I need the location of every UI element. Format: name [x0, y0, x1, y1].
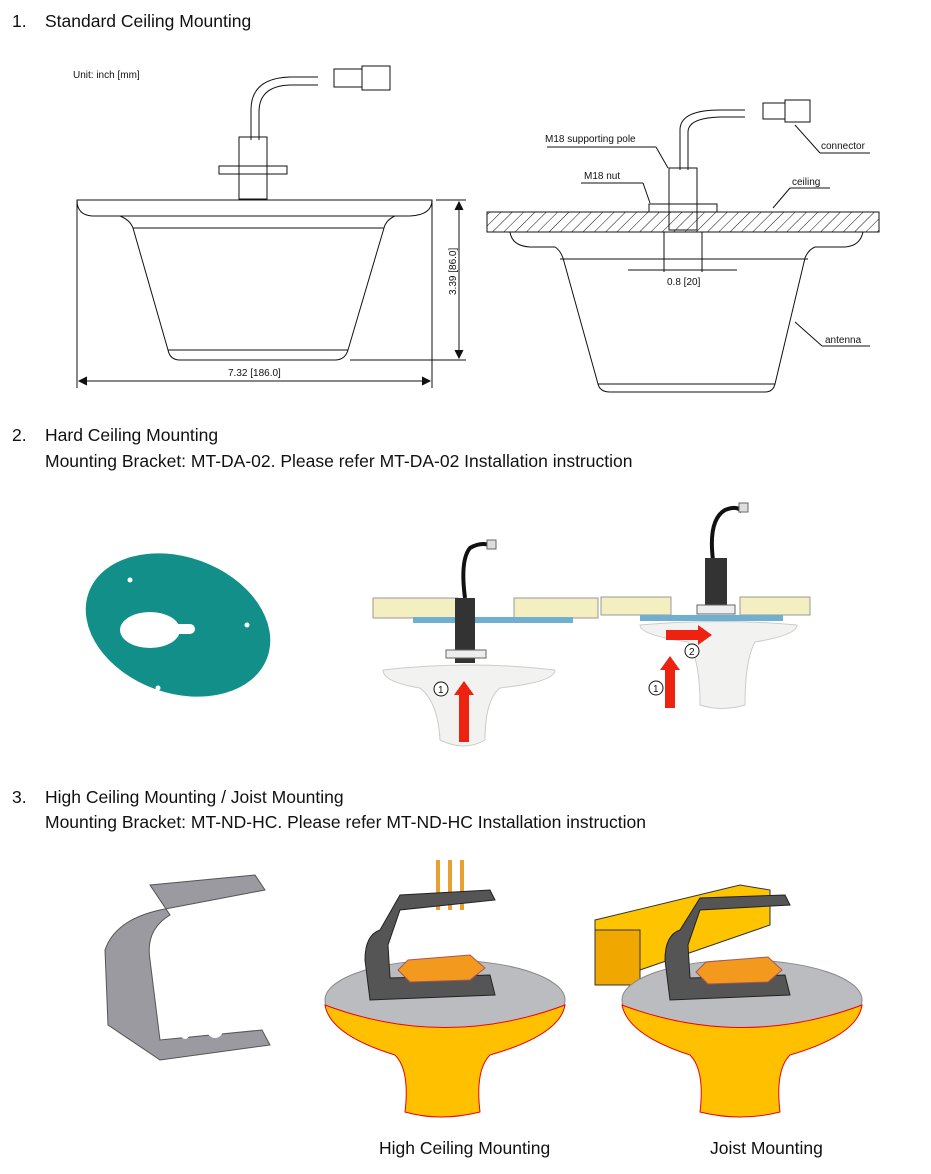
label-pole: M18 supporting pole: [545, 134, 636, 145]
section-3-number: 3.: [12, 787, 27, 807]
step-2-marker: 2: [689, 647, 695, 658]
install-step-1-image: 1: [372, 539, 599, 747]
dimension-drawing: Unit: inch [mm] 3.39 [86.0] 7.32 [186.0]: [73, 65, 880, 393]
section-2-title: Hard Ceiling Mounting: [45, 425, 219, 445]
section-2-subtitle: Mounting Bracket: MT-DA-02. Please refer…: [45, 451, 633, 471]
bracket-image: [104, 874, 271, 1061]
label-ceiling: ceiling: [792, 177, 820, 188]
step-1-marker-b: 1: [653, 684, 659, 695]
width-dimension: 7.32 [186.0]: [228, 368, 281, 379]
section-1-number: 1.: [12, 11, 27, 31]
hard-ceiling-illustration: 1 2 1: [85, 502, 811, 747]
high-ceiling-illustration: [104, 860, 863, 1118]
caption-high-ceiling: High Ceiling Mounting: [379, 1138, 551, 1158]
step-1-marker: 1: [438, 685, 444, 696]
label-nut: M18 nut: [584, 171, 620, 182]
section-3-subtitle: Mounting Bracket: MT-ND-HC. Please refer…: [45, 812, 647, 832]
section-3-title: High Ceiling Mounting / Joist Mounting: [45, 787, 344, 807]
install-step-2-image: 2 1: [600, 502, 811, 709]
label-hole-dimension: 0.8 [20]: [667, 277, 701, 288]
label-antenna: antenna: [825, 335, 862, 346]
joist-mount-image: [594, 884, 863, 1118]
unit-label: Unit: inch [mm]: [73, 70, 140, 81]
label-connector: connector: [821, 141, 866, 152]
section-1-title: Standard Ceiling Mounting: [45, 11, 252, 31]
high-ceiling-mount-image: [324, 860, 566, 1118]
caption-joist: Joist Mounting: [710, 1138, 823, 1158]
section-2-number: 2.: [12, 425, 27, 445]
mounting-plate-image: [85, 553, 271, 697]
height-dimension: 3.39 [86.0]: [448, 248, 459, 295]
